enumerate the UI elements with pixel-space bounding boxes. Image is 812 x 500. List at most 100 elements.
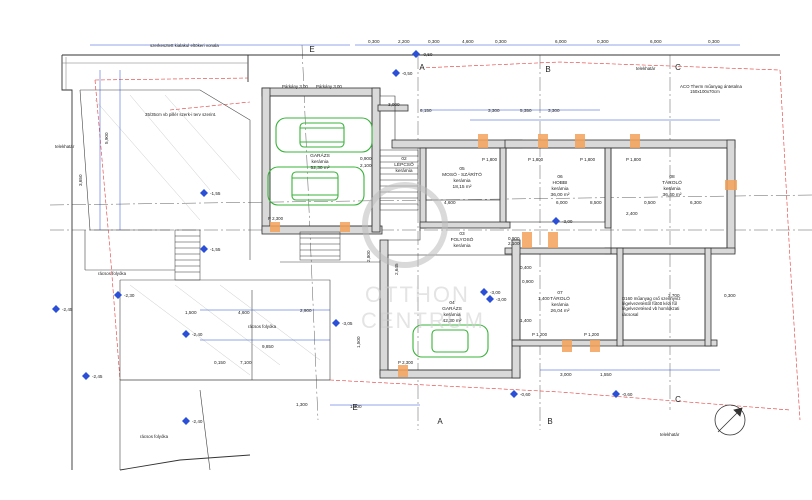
axis-label: C bbox=[675, 63, 681, 72]
level-label: -2,45 bbox=[62, 307, 73, 312]
room-labels: GARÁZS kerámia 52,30 m² 02 LÉPCSŐ kerámi… bbox=[310, 152, 682, 324]
driveway-hatch bbox=[94, 94, 321, 376]
dimension-label: 9,850 bbox=[262, 344, 274, 349]
room-num: 04 bbox=[449, 300, 455, 306]
dimension-label: 0,150 bbox=[214, 360, 226, 365]
dimension-label: 0,300 bbox=[724, 293, 736, 298]
pillar-label: P 1,800 bbox=[528, 157, 544, 162]
d160-note-box: D160 műanyag cső szennyvíz légelvezetést… bbox=[622, 296, 681, 317]
grate-note: rácsos folyóka bbox=[98, 271, 127, 276]
room-outlines bbox=[269, 95, 728, 371]
dimension-label: 3,300 bbox=[488, 108, 500, 113]
dimension-label: 5,350 bbox=[520, 108, 532, 113]
room-area: 26,04 m² bbox=[551, 308, 570, 314]
top-dimension: 0,300 bbox=[368, 39, 380, 44]
dimension-label: 1,300 bbox=[350, 404, 362, 409]
dimension-label: 3,700 bbox=[668, 293, 680, 298]
level-label: -1,55 bbox=[210, 247, 221, 252]
north-arrow-icon bbox=[714, 404, 746, 436]
axis-label: B bbox=[545, 65, 550, 74]
room-num: 07 bbox=[557, 290, 563, 296]
top-dimension: 0,300 bbox=[708, 39, 720, 44]
car-3 bbox=[412, 324, 489, 358]
window-markers bbox=[270, 134, 737, 377]
top-dimension: 0,300 bbox=[597, 39, 609, 44]
pillar-label: P 1,800 bbox=[580, 157, 596, 162]
pillar-label: P 1,800 bbox=[482, 157, 498, 162]
dimension-label: 1,500 bbox=[356, 336, 361, 348]
room-area: 36,00 m² bbox=[551, 192, 570, 198]
pillar-label: P 1,800 bbox=[626, 157, 642, 162]
level-label: -2,40 bbox=[192, 332, 203, 337]
dimension-label: 1,400 bbox=[520, 318, 532, 323]
notes: szerkesztett kialakul eltökeri vonala te… bbox=[55, 43, 742, 439]
room-floor: kerámia bbox=[663, 186, 680, 192]
watermark-line-2: CENTRUM bbox=[361, 308, 485, 333]
level-label: -3,00 bbox=[496, 297, 507, 302]
dimension-label: 3,300 bbox=[548, 108, 560, 113]
telekhatar-label: telekhatár bbox=[636, 66, 656, 71]
room-floor: kerámia bbox=[443, 312, 460, 318]
dimension-label: 1,550 bbox=[600, 372, 612, 377]
room-laundry: 05 MOSÓ - SZÁRÍTÓ kerámia 18,15 m² bbox=[442, 166, 482, 190]
room-num: 05 bbox=[459, 166, 465, 172]
level-markers bbox=[52, 50, 620, 425]
dimension-label: 4,600 bbox=[444, 200, 456, 205]
axis-label: A bbox=[419, 63, 425, 72]
boundary-label: szerkesztett kialakul eltökeri vonala bbox=[150, 43, 219, 48]
axis-label: E bbox=[352, 403, 357, 412]
room-name: TÁROLÓ bbox=[662, 179, 682, 186]
dimension-label: 6,150 bbox=[420, 108, 432, 113]
parking-note: Párkány 3,00 bbox=[282, 84, 308, 89]
level-label: -1,55 bbox=[210, 191, 221, 196]
room-num: 06 bbox=[557, 174, 563, 180]
dimension-label: 0,900 bbox=[360, 156, 372, 161]
level-diamond-icon bbox=[200, 189, 208, 197]
room-name: TÁROLÓ bbox=[550, 295, 570, 302]
room-floor: kerámia bbox=[453, 178, 470, 184]
watermark: OTTHON CENTRUM bbox=[361, 182, 485, 333]
room-area: 36,40 m² bbox=[663, 192, 682, 198]
level-texts: -0,50-1,55-1,55-2,30-2,45-2,45-2,40-2,40… bbox=[62, 52, 633, 424]
dimension-label: 8,500 bbox=[590, 200, 602, 205]
room-floor: kerámia bbox=[551, 302, 568, 308]
axis-label: A bbox=[437, 417, 443, 426]
room-name: HOBBI bbox=[553, 180, 568, 186]
room-floor: kerámia bbox=[551, 186, 568, 192]
level-diamond-icon bbox=[332, 319, 340, 327]
level-label: -0,50 bbox=[422, 52, 433, 57]
room-num: 03 bbox=[459, 231, 465, 237]
top-dimension: 0,300 bbox=[428, 39, 440, 44]
dimension-label: 0,400 bbox=[520, 265, 532, 270]
room-corridor: 03 FOLYOSÓ kerámia bbox=[451, 231, 474, 249]
dimension-label: 0,900 bbox=[508, 236, 520, 241]
car-1 bbox=[275, 117, 373, 153]
room-floor: kerámia bbox=[453, 243, 470, 249]
level-diamond-icon bbox=[510, 390, 518, 398]
axis-label: B bbox=[547, 417, 552, 426]
axis-label: E bbox=[309, 45, 314, 54]
axis-labels: A B C E A B C E bbox=[309, 45, 681, 426]
room-storage-2: 07 TÁROLÓ kerámia 26,04 m² bbox=[550, 290, 570, 314]
site-boundary bbox=[61, 54, 780, 471]
dimension-label: 3,650 bbox=[78, 174, 83, 186]
level-diamond-icon bbox=[552, 217, 560, 225]
dimension-label: 1,500 bbox=[185, 310, 197, 315]
dimension-label: 0,500 bbox=[644, 200, 656, 205]
dimension-label: 7,100 bbox=[240, 360, 252, 365]
dimension-label: 6,300 bbox=[690, 200, 702, 205]
dimension-label: 4,600 bbox=[238, 310, 250, 315]
room-floor: kerámia bbox=[311, 159, 328, 165]
aco-note: ACO Therm műanyag ántetalna bbox=[680, 84, 742, 89]
room-name: MOSÓ - SZÁRÍTÓ bbox=[442, 171, 482, 178]
dimension-label: 3,000 bbox=[388, 102, 400, 107]
room-hobby: 06 HOBBI kerámia 36,00 m² bbox=[551, 174, 570, 198]
dimension-label: 2,645 bbox=[394, 263, 399, 275]
level-diamond-icon bbox=[480, 288, 488, 296]
level-label: -3,00 bbox=[562, 219, 573, 224]
aco-size: 150x100x70cm bbox=[690, 89, 720, 94]
top-dimension: 6,000 bbox=[555, 39, 567, 44]
level-label: -0,60 bbox=[622, 392, 633, 397]
dimension-label: 3,000 bbox=[560, 372, 572, 377]
